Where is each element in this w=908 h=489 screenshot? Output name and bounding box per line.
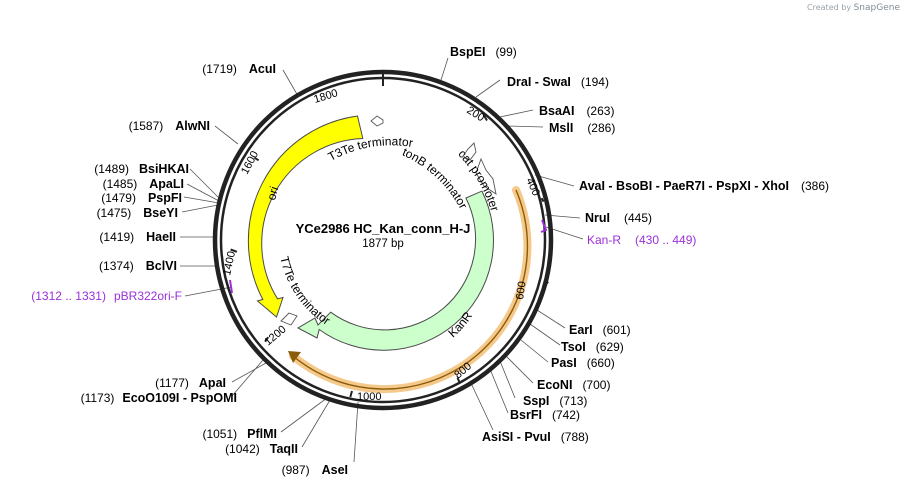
site-drai-swai[interactable]: DraI - SwaI(194): [507, 75, 609, 89]
snapgene-credit: Created by SnapGene: [807, 3, 900, 13]
tick-label-1600: 1600: [239, 149, 261, 176]
site-bsrfi[interactable]: BsrFI(742): [510, 408, 580, 422]
site-taqii[interactable]: (1042)TaqII: [225, 442, 298, 456]
credit-prefix: Created by: [807, 3, 852, 12]
site-bsaai[interactable]: BsaAI(263): [539, 104, 614, 118]
site-pflmi[interactable]: (1051)PflMI: [202, 427, 277, 441]
plasmid-length: 1877 bp: [362, 238, 404, 250]
tick-label-1400: 1400: [221, 250, 238, 276]
site-apali[interactable]: (1485)ApaLI: [103, 177, 184, 191]
tick-label-600: 600: [514, 281, 528, 301]
site-leader-lines: [180, 57, 584, 463]
primer-pbr322ori-f-marker[interactable]: [229, 279, 233, 294]
site-pasi[interactable]: PasI(660): [551, 356, 615, 370]
site-bspei[interactable]: BspEI(99): [450, 45, 517, 59]
tick-label-1000: 1000: [357, 391, 381, 403]
snapgene-logo-text: SnapGene: [853, 3, 900, 13]
cat-promoter-feature[interactable]: [475, 157, 497, 195]
site-tsoi[interactable]: TsoI(629): [561, 340, 624, 354]
primer-kan-r-label[interactable]: Kan-R(430 .. 449): [587, 233, 696, 247]
site-ecoo109i-pspomi[interactable]: (1173)EcoO109I - PspOMI: [81, 391, 237, 405]
primer-pbr322ori-f-label[interactable]: (1312 .. 1331)pBR322ori-F: [31, 289, 182, 303]
plasmid-name: YCe2986 HC_Kan_conn_H-J: [296, 221, 471, 236]
site-asei[interactable]: (987)AseI: [282, 463, 348, 477]
kanr-orf-line: [292, 189, 529, 390]
tick-label-1200: 1200: [262, 323, 288, 348]
site-eari[interactable]: EarI(601): [569, 323, 631, 337]
site-nrui[interactable]: NruI(445): [585, 211, 652, 225]
t7te-terminator-feature[interactable]: [280, 312, 298, 326]
site-alwni[interactable]: (1587)AlwNI: [129, 119, 210, 133]
site-bseyi[interactable]: (1475)BseYI: [97, 206, 178, 220]
kanr-orf-arrowhead: [288, 351, 301, 363]
site-acui[interactable]: (1719)AcuI: [202, 62, 276, 76]
site-msli[interactable]: MslI(286): [549, 121, 615, 135]
site-bsihkai[interactable]: (1489)BsiHKAI: [94, 162, 189, 176]
kanr-feature[interactable]: [296, 190, 494, 351]
site-apai[interactable]: (1177)ApaI: [155, 376, 226, 390]
primer-kan-r-marker[interactable]: [540, 219, 548, 233]
site-pspfi[interactable]: (1479)PspFI: [101, 191, 182, 205]
feature-label-ori: ori: [264, 185, 281, 202]
site-bclvi[interactable]: (1374)BclVI: [99, 259, 177, 273]
backbone-tick-marks: [230, 72, 549, 398]
site-sspi[interactable]: SspI(713): [523, 394, 587, 408]
site-econi[interactable]: EcoNI(700): [537, 378, 610, 392]
t3te-terminator-feature[interactable]: [370, 115, 384, 127]
tick-label-1800: 1800: [312, 87, 339, 106]
tonb-terminator-feature[interactable]: [462, 142, 477, 161]
site-asisi-pvui[interactable]: AsiSI - PvuI(788): [482, 430, 589, 444]
site-avai-group[interactable]: AvaI - BsoBI - PaeR7I - PspXI - XhoI(386…: [579, 179, 829, 193]
site-haeii[interactable]: (1419)HaeII: [99, 230, 176, 244]
ori-feature[interactable]: [247, 115, 364, 318]
